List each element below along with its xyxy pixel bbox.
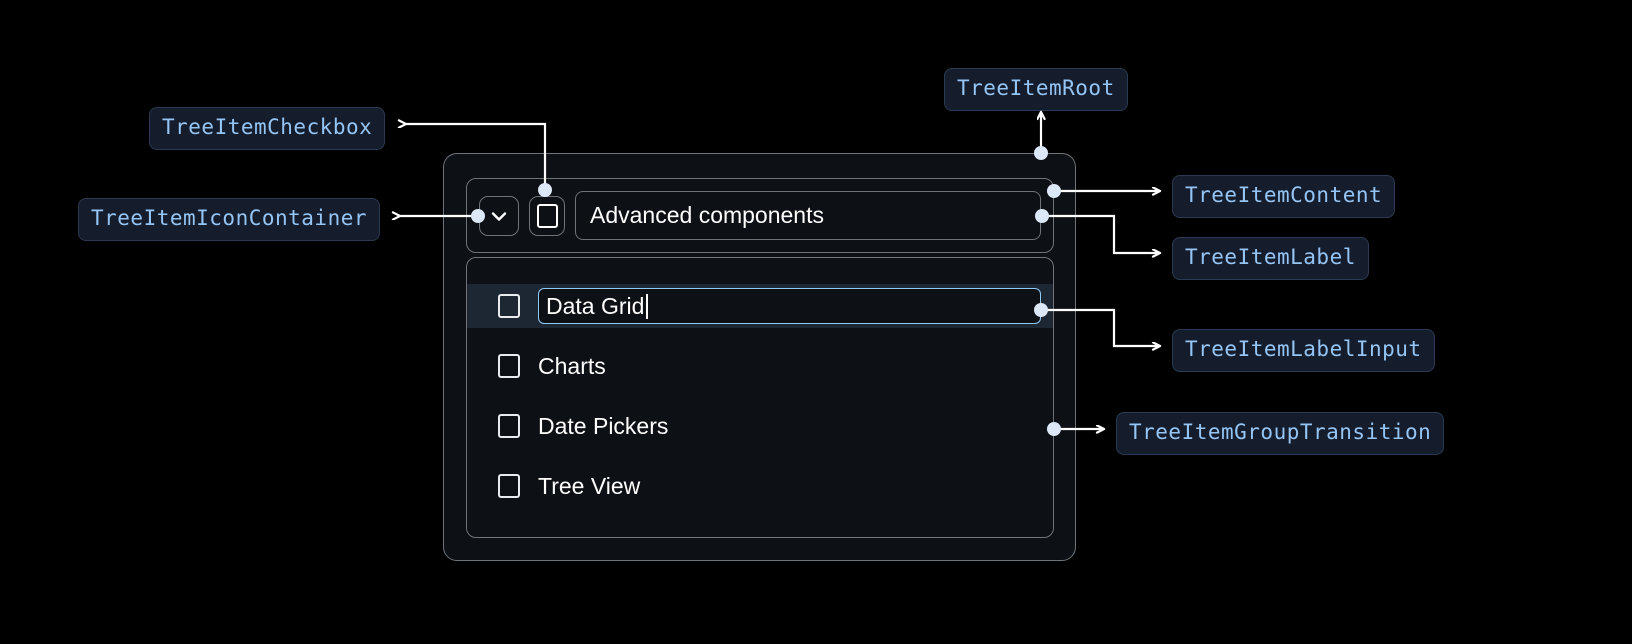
tree-item-checkbox[interactable]	[498, 414, 520, 438]
tree-item-label-text: Advanced components	[590, 202, 824, 228]
tree-item-checkbox[interactable]	[498, 474, 520, 498]
chevron-down-icon	[487, 204, 511, 228]
annotation-tree-item-content: TreeItemContent	[1172, 175, 1396, 218]
tree-item-data-grid[interactable]: Data Grid	[467, 284, 1053, 328]
annotation-tree-item-icon-container: TreeItemIconContainer	[78, 198, 381, 241]
tree-item-content[interactable]: Advanced components	[466, 178, 1054, 253]
annotation-tree-item-label-input: TreeItemLabelInput	[1172, 329, 1435, 372]
tree-item-label-input[interactable]: Data Grid	[538, 288, 1041, 324]
checkbox-square-icon	[536, 203, 558, 228]
text-caret	[646, 293, 648, 319]
tree-item-tree-view[interactable]: Tree View	[467, 464, 1053, 508]
tree-item-checkbox[interactable]	[498, 354, 520, 378]
tree-item-checkbox[interactable]	[529, 195, 565, 236]
tree-item-date-pickers[interactable]: Date Pickers	[467, 404, 1053, 448]
annotation-tree-item-checkbox: TreeItemCheckbox	[149, 107, 386, 150]
tree-item-charts[interactable]: Charts	[467, 344, 1053, 388]
tree-item-checkbox[interactable]	[498, 294, 520, 318]
annotation-tree-item-root: TreeItemRoot	[944, 68, 1128, 111]
tree-item-label: Charts	[538, 352, 606, 379]
tree-item-group-transition: Data Grid Charts Date Pickers Tree View	[466, 257, 1054, 538]
tree-item-label: Date Pickers	[538, 412, 669, 439]
annotation-tree-item-group-transition: TreeItemGroupTransition	[1116, 412, 1445, 455]
tree-item-label: Tree View	[538, 472, 641, 499]
tree-item-icon-container[interactable]	[479, 195, 519, 236]
tree-item-label[interactable]: Advanced components	[575, 191, 1041, 240]
annotation-tree-item-label: TreeItemLabel	[1172, 237, 1369, 280]
tree-item-label-input-value: Data Grid	[546, 292, 645, 319]
